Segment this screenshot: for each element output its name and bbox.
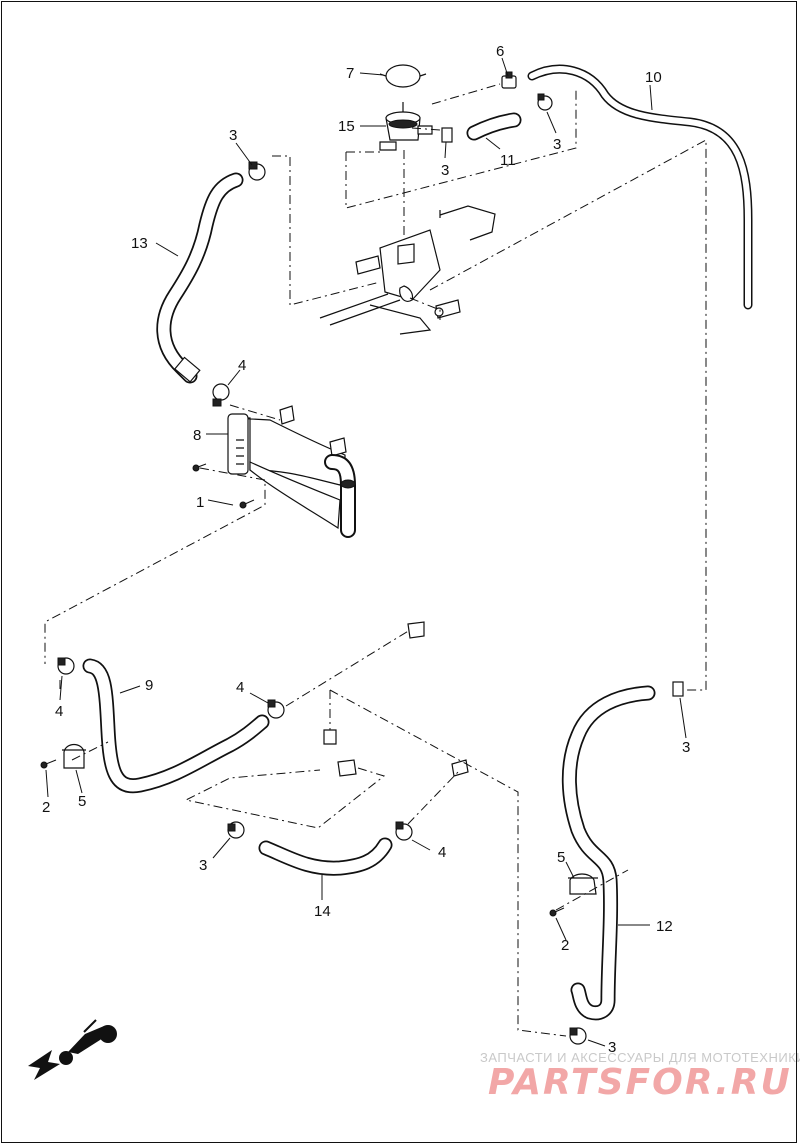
watermark-tagline: ЗАПЧАСТИ И АКСЕССУАРЫ ДЛЯ МОТОТЕХНИКИ: [480, 1050, 800, 1065]
callout-11: 11: [500, 152, 516, 169]
callout-10: 10: [645, 69, 662, 86]
callout-4: 4: [438, 844, 446, 861]
callout-3: 3: [553, 136, 561, 153]
overflow-hose-10: [527, 64, 753, 310]
fitting-lower: [337, 759, 357, 777]
clamp-4-hose-14: [395, 821, 413, 841]
fitting-right: [451, 759, 469, 777]
clamp-4-radiator: [212, 383, 230, 407]
callout-7: 7: [346, 65, 354, 82]
fitting-mid: [323, 729, 337, 745]
bracket-5-left: [62, 743, 86, 769]
hose-13: [156, 172, 244, 384]
thermostat-housing: [319, 205, 496, 335]
screw-1-upper: [192, 463, 207, 472]
clamp-3-hose-12-bottom: [569, 1027, 587, 1045]
fitting-top: [407, 621, 425, 639]
leader-lines: [45, 57, 687, 1047]
callout-8: 8: [193, 427, 201, 444]
clamp-6: [501, 71, 517, 89]
callout-12: 12: [656, 918, 673, 935]
callout-3: 3: [608, 1039, 616, 1056]
callout-4: 4: [55, 703, 63, 720]
callout-2: 2: [561, 937, 569, 954]
clamp-3-hose-13: [248, 161, 266, 181]
clamp-3-small: [441, 127, 453, 143]
screw-1-lower: [239, 499, 255, 509]
clamp-3-hose-12-top: [672, 681, 684, 697]
motorcycle-front-arrow-icon: [28, 1019, 117, 1080]
radiator-cap-7: [379, 64, 427, 88]
bracket-5-right: [568, 873, 598, 895]
clamp-4-hose-9-left: [57, 657, 75, 675]
callout-3: 3: [229, 127, 237, 144]
watermark-logo: PARTSFOR.RU: [488, 1062, 792, 1103]
callout-3: 3: [441, 162, 449, 179]
clamp-3-hose-14: [227, 821, 245, 839]
callout-5: 5: [557, 849, 565, 866]
hose-14: [258, 837, 393, 876]
callout-13: 13: [131, 235, 148, 252]
clamp-3-top-right: [537, 93, 553, 111]
hose-9: [82, 658, 270, 794]
radiator-8: [227, 405, 356, 538]
clamp-4-hose-9-right: [267, 699, 285, 719]
callout-9: 9: [145, 677, 153, 694]
callout-4: 4: [236, 679, 244, 696]
bolt-2-right: [549, 907, 565, 917]
callout-labels: 7 6 10 15 3 11 3 3 13 4 8 1 9 4 4 3 2 5 …: [42, 43, 690, 1056]
callout-1: 1: [196, 494, 204, 511]
callout-6: 6: [496, 43, 504, 60]
callout-5: 5: [78, 793, 86, 810]
callout-3: 3: [682, 739, 690, 756]
callout-15: 15: [338, 118, 355, 135]
bolt-2-left: [40, 759, 57, 769]
filler-neck-15: [379, 102, 433, 151]
callout-14: 14: [314, 903, 331, 920]
callout-3: 3: [199, 857, 207, 874]
callout-2: 2: [42, 799, 50, 816]
hose-12: [561, 685, 656, 1021]
callout-4: 4: [238, 357, 246, 374]
hose-11: [466, 112, 522, 141]
assembly-lines: [44, 83, 707, 1037]
